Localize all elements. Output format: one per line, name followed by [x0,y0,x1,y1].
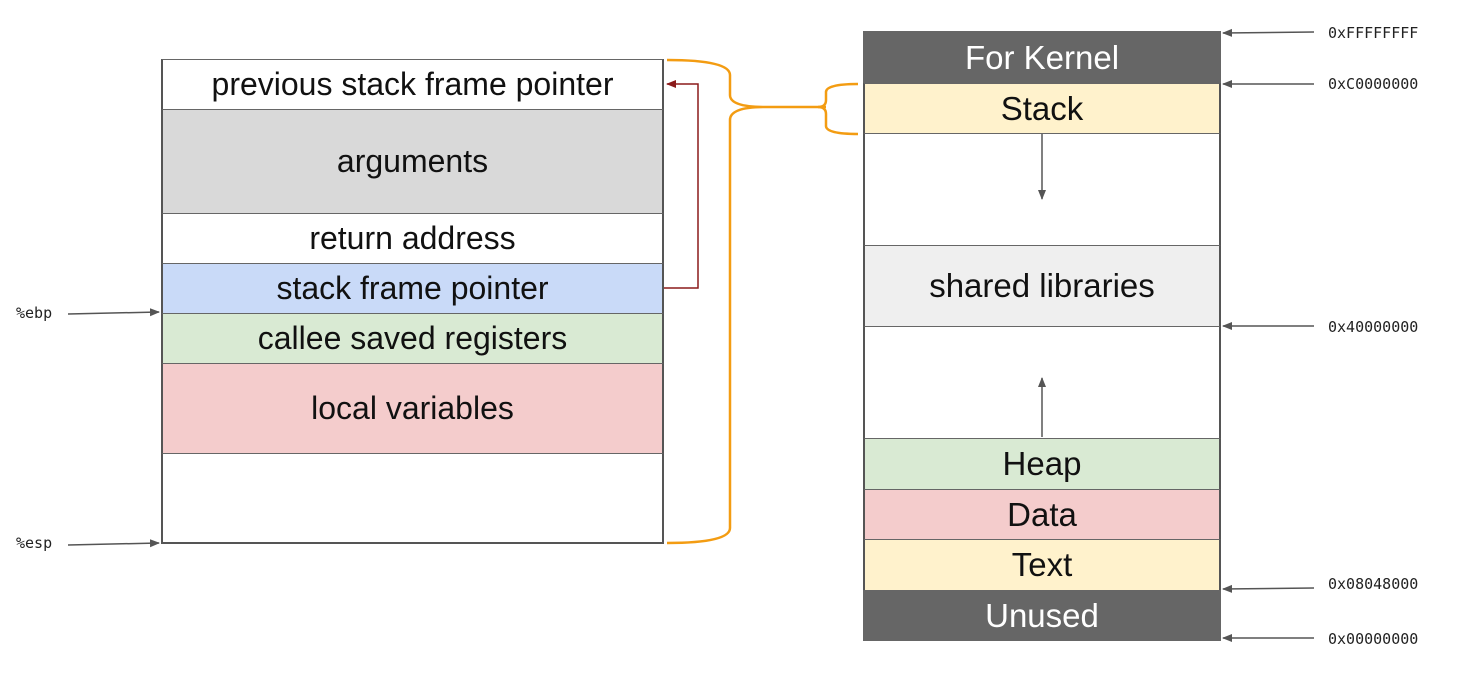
address-pointer-arrow [1222,28,1315,37]
segment-shared-libraries: shared libraries [863,245,1221,326]
ebp-register-label: %ebp [16,304,53,322]
segment-for-kernel: For Kernel [863,31,1221,83]
frame-pointer-link-arrow [664,80,699,289]
segment-unused: Unused [863,590,1221,641]
frame-row-label: callee saved registers [257,320,568,356]
address-label: 0x00000000 [1328,630,1419,648]
frame-row-label: arguments [336,143,489,179]
segment-label: For Kernel [964,38,1120,76]
frame-row-stack-frame-pointer: stack frame pointer [161,263,664,313]
frame-row-label: previous stack frame pointer [211,66,614,102]
stack-segment-brace [817,82,859,136]
address-label: 0x08048000 [1328,575,1419,593]
segment-data: Data [863,489,1221,539]
segment-label: shared libraries [929,267,1155,304]
frame-row-previous-stack-frame-pointer: previous stack frame pointer [161,59,664,109]
frame-row-callee-saved-registers: callee saved registers [161,313,664,363]
segment-label: Heap [1002,445,1082,482]
segment-heap: Heap [863,438,1221,489]
segment-label: Stack [1000,89,1084,127]
frame-row-label: return address [309,220,516,256]
frame-row-empty [161,453,664,544]
esp-register-label: %esp [16,534,53,552]
frame-row-arguments: arguments [161,109,664,213]
address-label: 0xC0000000 [1328,75,1419,93]
address-label: 0xFFFFFFFF [1328,24,1419,42]
segment-label: Unused [985,597,1099,634]
ebp-pointer-arrow [67,308,160,317]
segment-label: Text [1011,546,1073,583]
frame-row-return-address: return address [161,213,664,263]
frame-row-label: stack frame pointer [276,270,549,306]
address-label: 0x40000000 [1328,318,1419,336]
segment-text: Text [863,539,1221,590]
frame-row-local-variables: local variables [161,363,664,453]
frame-row-label: local variables [311,390,514,426]
segment-stack: Stack [863,83,1221,133]
esp-pointer-arrow [67,539,160,548]
segment-label: Data [1007,495,1077,533]
address-pointer-arrow [1222,584,1315,593]
stack-frame-brace [666,58,766,545]
